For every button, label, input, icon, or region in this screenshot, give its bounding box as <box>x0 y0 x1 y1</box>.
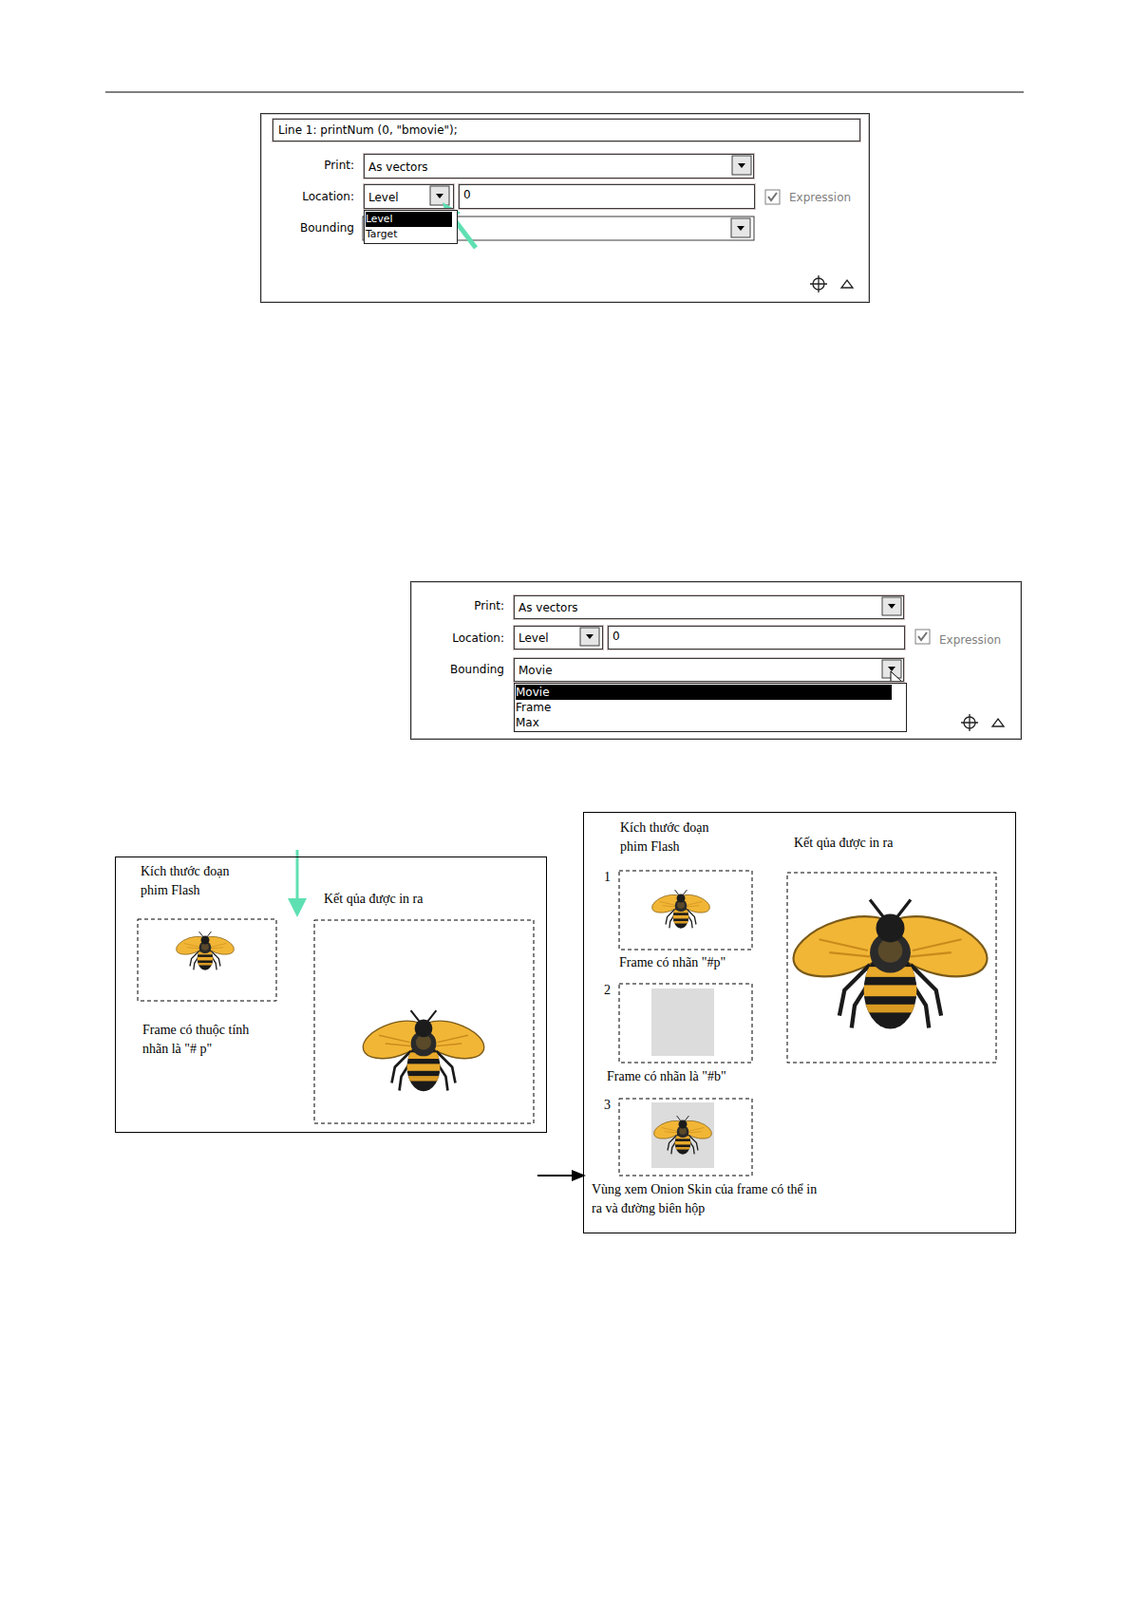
dialog-window: As vectorsLevel0MovieMovieFrameMaxPrint:… <box>410 581 1022 740</box>
list-item: Level <box>365 211 453 227</box>
dropdown-field: Level <box>513 625 604 650</box>
callout-number: 1 <box>603 867 611 887</box>
diagram-panel: Kích thước đoạn phim FlashKết qủa được i… <box>114 856 547 1133</box>
checkbox-label: Expression <box>789 189 851 206</box>
list-item: Movie <box>515 684 892 700</box>
code-line-box: Line 1: printNum (0, "bmovie"); <box>272 118 861 142</box>
field-label: Bounding <box>428 661 505 678</box>
callout-number: 3 <box>603 1095 611 1115</box>
field-text: As vectors <box>368 159 429 175</box>
dropdown-field: As vectors <box>363 153 754 179</box>
caption-text: Kết qủa được in ra <box>323 889 423 909</box>
list-item: Target <box>365 226 453 243</box>
caption-text: Kích thước đoạn phim Flash <box>140 862 257 901</box>
caption-text: Kết qủa được in ra <box>793 833 893 853</box>
code-line: Line 1: printNum (0, "bmovie"); <box>278 122 458 138</box>
caption-text: Frame có nhãn "#p" <box>619 953 726 973</box>
field-text: 0 <box>612 628 621 644</box>
field-text: As vectors <box>518 600 579 616</box>
caption-text: Vùng xem Onion Skin của frame có thể in … <box>591 1180 820 1219</box>
input-field: 0 <box>458 184 755 209</box>
field-label: Location: <box>428 630 505 646</box>
field-label: Print: <box>428 598 505 614</box>
field-label: Print: <box>278 157 355 173</box>
field-text: Movie <box>518 662 553 679</box>
field-text: 0 <box>463 187 472 203</box>
caption-text: Frame có nhãn là "#b" <box>606 1067 727 1087</box>
field-text: Level <box>518 630 549 646</box>
input-field: 0 <box>607 625 905 650</box>
caption-text: Kích thước đoạn phim Flash <box>620 818 736 857</box>
field-text: Level <box>368 189 399 206</box>
dialog-window: Line 1: printNum (0, "bmovie"); As vector… <box>260 113 870 303</box>
dropdown-field: As vectors <box>513 595 905 620</box>
checkbox-label: Expression <box>939 632 1001 648</box>
field-label: Bounding <box>278 220 355 236</box>
field-label: Location: <box>278 188 355 205</box>
diagram-panel: Kích thước đoạn phim Flash Kết qủa được i… <box>583 811 1017 1234</box>
dropdown-field: Movie <box>513 658 905 682</box>
list-item: Frame <box>515 699 892 716</box>
list-item: Max <box>515 715 892 731</box>
caption-text: Frame có thuộc tính nhãn là "# p" <box>142 1020 262 1059</box>
dropdown-list: LevelTarget <box>363 209 458 245</box>
callout-number: 2 <box>603 980 611 1000</box>
dropdown-list: MovieFrameMax <box>513 682 907 733</box>
dropdown-field: Level <box>363 184 454 209</box>
